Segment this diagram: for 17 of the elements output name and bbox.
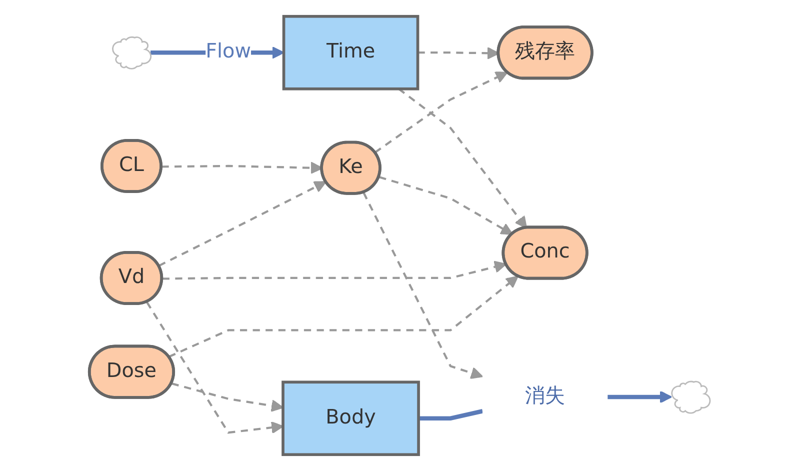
node-box: Time bbox=[282, 14, 420, 90]
arrow bbox=[398, 88, 528, 229]
arrow bbox=[172, 382, 284, 412]
arrow bbox=[146, 302, 284, 434]
node-box: Body bbox=[282, 380, 420, 456]
connector bbox=[418, 409, 484, 420]
arrow bbox=[379, 176, 514, 235]
edge-label: Flow bbox=[206, 40, 252, 64]
arrow bbox=[162, 260, 508, 280]
arrow bbox=[362, 192, 484, 379]
arrow bbox=[158, 181, 327, 267]
node-text: 消失 bbox=[525, 384, 566, 408]
arrow bbox=[374, 72, 508, 154]
node-cloud bbox=[671, 380, 711, 414]
arrow bbox=[168, 276, 519, 358]
arrow bbox=[608, 390, 672, 404]
node-cloud bbox=[112, 36, 152, 70]
